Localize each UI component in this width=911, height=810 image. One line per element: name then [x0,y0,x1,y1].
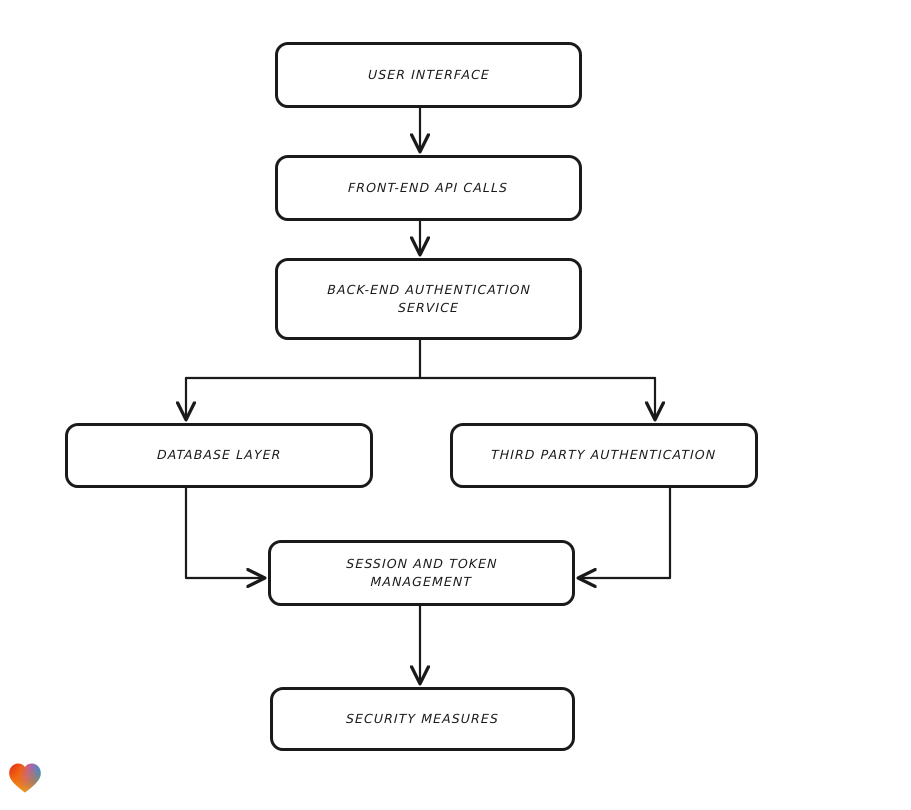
node-label: DATABASE LAYER [156,447,282,463]
heart-icon [9,763,41,793]
node-security-measures[interactable]: SECURITY MEASURES [270,687,575,751]
node-label: SECURITY MEASURES [345,710,500,726]
edge-database-layer-to-session-token [184,486,264,578]
node-label: SESSION AND TOKEN MANAGEMENT [345,555,498,589]
node-third-party-authentication[interactable]: THIRD PARTY AUTHENTICATION [450,423,758,488]
node-user-interface[interactable]: USER INTERFACE [275,42,582,108]
node-label: THIRD PARTY AUTHENTICATION [491,447,717,463]
node-label: USER INTERFACE [367,66,490,82]
node-label: BACK-END AUTHENTICATION SERVICE [326,281,531,315]
edge-third-party-auth-to-session-token [579,486,672,578]
node-label: FRONT-END API CALLS [348,179,509,195]
node-session-and-token-management[interactable]: SESSION AND TOKEN MANAGEMENT [268,540,575,606]
node-frontend-api-calls[interactable]: FRONT-END API CALLS [275,155,582,221]
node-backend-authentication-service[interactable]: BACK-END AUTHENTICATION SERVICE [275,258,582,340]
node-database-layer[interactable]: DATABASE LAYER [65,423,373,488]
